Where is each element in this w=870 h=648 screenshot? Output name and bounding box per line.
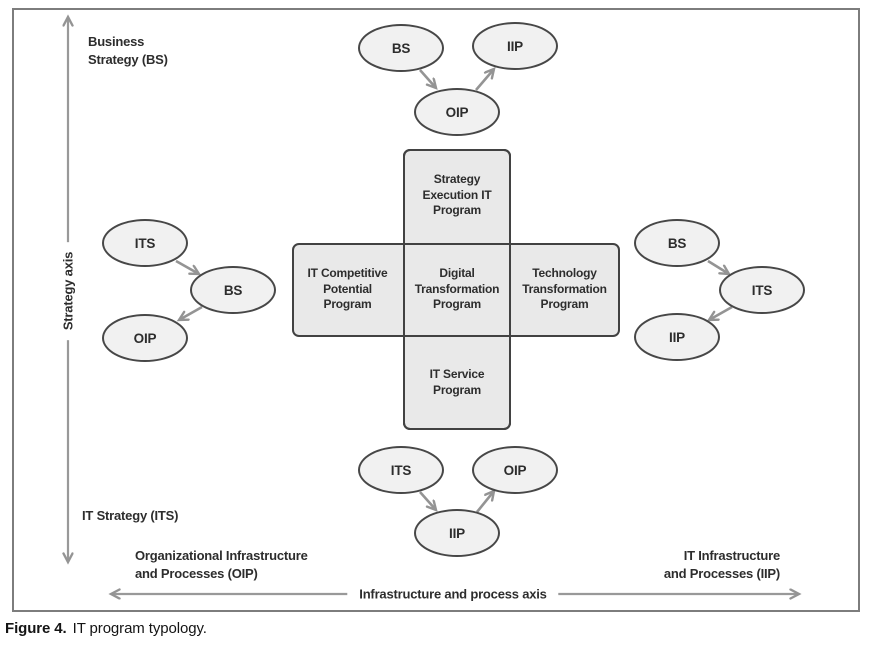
program-technology-transformation: Technology Transformation Program [522,266,607,311]
program-strategy-execution: Strategy Execution IT Program [422,172,492,217]
node-left-its: ITS [102,219,188,267]
node-right-bs: BS [634,219,720,267]
node-bottom-its: ITS [358,446,444,494]
program-digital-transformation: Digital Transformation Program [414,266,500,311]
arrow-left-bs-to-oip [179,305,203,320]
label-it-strategy: IT Strategy (ITS) [82,508,179,523]
program-box-vertical-outline [403,149,511,430]
process-axis-title: Infrastructure and process axis [347,586,559,602]
node-top-iip: IIP [472,22,558,70]
arrow-left-its-to-bs [175,259,199,274]
program-it-competitive-potential: IT Competitive Potential Program [307,266,388,311]
arrow-top-oip-to-iip [475,69,494,91]
label-it-infrastructure: IT Infrastructure and Processes (IIP) [663,548,780,581]
arrow-right-its-to-iip [709,305,733,320]
node-right-iip: IIP [634,313,720,361]
arrow-bottom-its-to-iip [419,491,436,510]
node-right-its: ITS [719,266,805,314]
figure-caption-text: IT program typology. [72,620,207,637]
node-top-bs: BS [358,24,444,72]
node-left-bs: BS [190,266,276,314]
node-bottom-oip: OIP [472,446,558,494]
program-box-horizontal [292,243,620,337]
label-organizational-infrastructure: Organizational Infrastructure and Proces… [135,548,308,581]
node-top-oip: OIP [414,88,500,136]
arrow-right-bs-to-its [707,259,729,274]
program-it-service: IT Service Program [429,367,485,397]
figure-caption-label: Figure 4. [5,620,67,637]
strategy-axis-title: Strategy axis [60,241,76,341]
figure-caption: Figure 4. IT program typology. [5,620,207,637]
arrow-top-bs-to-oip [419,69,436,88]
label-business-strategy: Business Strategy (BS) [88,34,168,67]
node-left-oip: OIP [102,314,188,362]
arrow-bottom-iip-to-oip [475,491,494,513]
node-bottom-iip: IIP [414,509,500,557]
